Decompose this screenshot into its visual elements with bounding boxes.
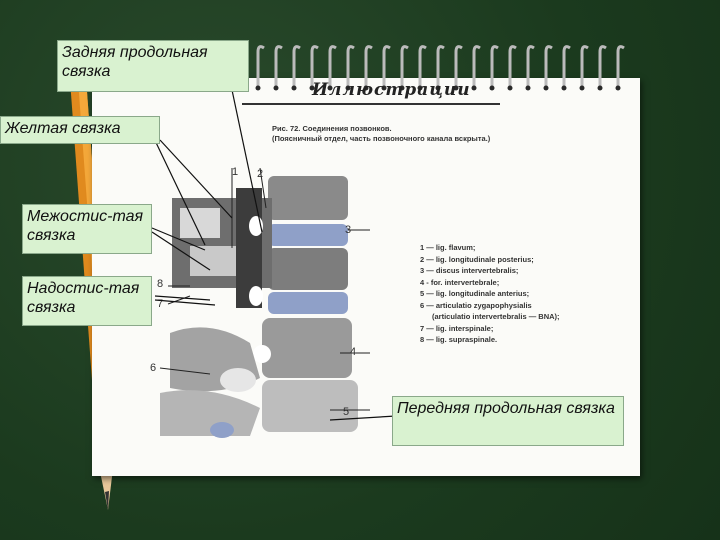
figure-number-2: 2 — [257, 168, 264, 180]
figure-number-4: 4 — [350, 346, 357, 358]
legend-item-1: 1 — lig. flavum; — [420, 243, 476, 252]
figure-number-5: 5 — [343, 406, 350, 418]
figure-legend: 1 — lig. flavum; 2 — lig. longitudinale … — [420, 242, 560, 346]
figure-number-8: 8 — [157, 278, 164, 290]
figure-caption: Рис. 72. Соединения позвонков. (Поясничн… — [272, 124, 490, 144]
label-posterior-longitudinal-ligament: Задняя продольная связка — [57, 40, 249, 92]
figure-number-6: 6 — [150, 362, 157, 374]
legend-item-4: 4 - for. intervertebrale; — [420, 277, 500, 287]
legend-item-6: 6 — articulatio zygapophysialis — [420, 300, 532, 310]
legend-item-7: 7 — lig. interspinale; — [420, 323, 494, 333]
label-supraspinous-ligament: Надостис-тая связка — [22, 276, 152, 326]
figure-number-1: 1 — [232, 166, 239, 178]
label-anterior-longitudinal-ligament: Передняя продольная связка — [392, 396, 624, 446]
label-interspinous-ligament: Межостис-тая связка — [22, 204, 152, 254]
figure-number-7: 7 — [157, 298, 164, 310]
notebook-heading: Иллюстрации — [312, 80, 471, 100]
caption-line-2: (Поясничный отдел, часть позвоночного ка… — [272, 134, 491, 143]
legend-item-8: 8 — lig. supraspinale. — [420, 335, 498, 344]
figure-number-3: 3 — [345, 224, 352, 236]
legend-item-5: 5 — lig. longitudinale anterius; — [420, 289, 530, 298]
heading-rule — [242, 103, 500, 105]
spine-illustration — [150, 168, 370, 438]
legend-item-2: 2 — lig. longitudinale posterius; — [420, 254, 534, 264]
label-ligamentum-flavum: Желтая связка — [0, 116, 160, 144]
legend-item-3: 3 — discus intervertebralis; — [420, 266, 519, 275]
legend-item-6-cont: (articulatio intervertebralis — BNA); — [432, 312, 560, 321]
caption-line-1: Рис. 72. Соединения позвонков. — [272, 124, 392, 133]
